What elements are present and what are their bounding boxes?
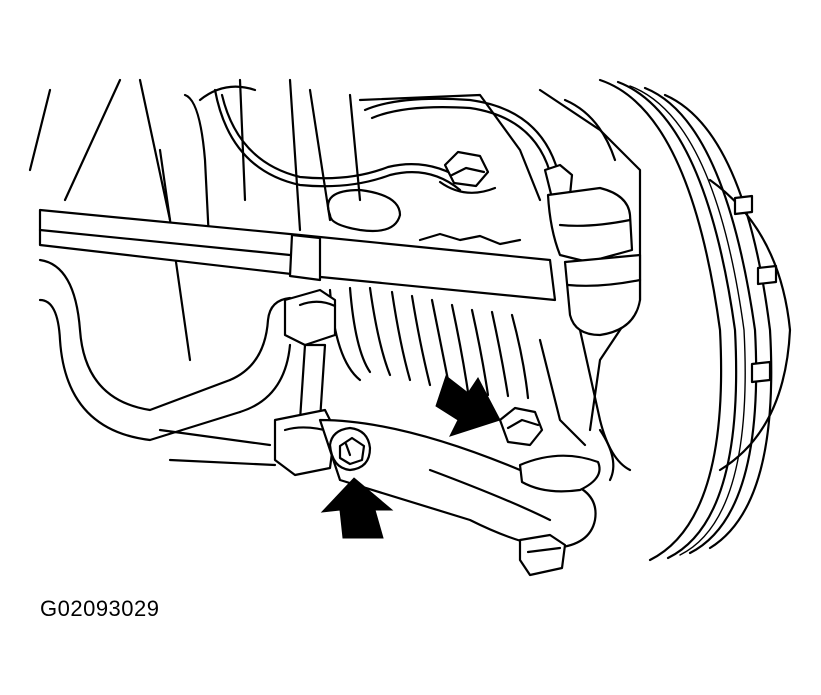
knuckle-bolt	[438, 150, 497, 194]
callout-arrow-stabilizer-nut	[320, 477, 394, 539]
stabilizer-bar	[38, 258, 292, 442]
steering-knuckle	[358, 88, 642, 482]
arrow-icon	[435, 375, 501, 437]
figure-code: G02093029	[40, 596, 160, 621]
callout-arrow-tie-rod-nut	[435, 375, 501, 437]
tie-rod	[38, 208, 557, 302]
stabilizer-link	[273, 288, 337, 477]
ball-joint	[518, 454, 601, 577]
brake-rotor	[598, 78, 792, 562]
tie-rod-end-nut	[498, 406, 544, 447]
arrow-icon	[320, 477, 394, 539]
stabilizer-link-nut	[328, 426, 372, 472]
sensor-wire	[213, 88, 562, 233]
abs-sensor	[543, 163, 642, 337]
